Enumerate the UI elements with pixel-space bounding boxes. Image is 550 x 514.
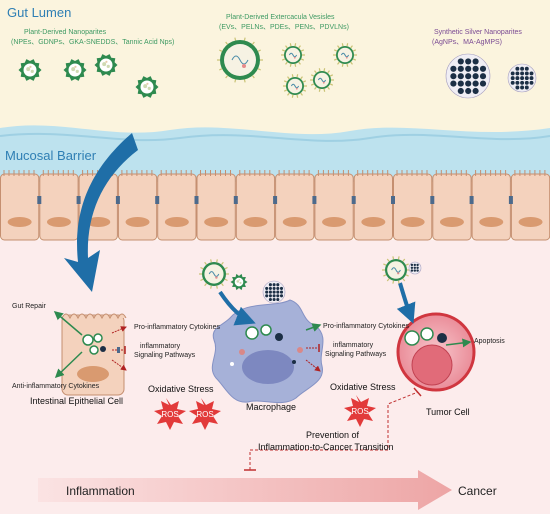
cell-nucleus xyxy=(479,217,504,227)
ros-label-1: ROS xyxy=(161,410,179,419)
tight-junction xyxy=(233,196,238,204)
plant-nanoparticle xyxy=(135,76,159,98)
cell-nucleus xyxy=(439,217,464,227)
tight-junction xyxy=(391,196,395,204)
mac-pathways-label-2: Signaling Pathways xyxy=(325,351,387,358)
cell-nucleus xyxy=(86,217,111,227)
cell-nucleus xyxy=(322,217,347,227)
plant-nanoparticle xyxy=(230,273,248,291)
mac-pathways-label-1: inflammatory xyxy=(333,342,374,349)
ros-star-2 xyxy=(189,398,221,430)
tight-junction xyxy=(115,196,120,204)
plant-ev-heading: Plant-Derived Extercacula Vesisles xyxy=(226,14,335,21)
silver-np-examples: (AgNPs、MA-AgMPS) xyxy=(432,39,503,46)
plant-vesicle xyxy=(382,256,410,284)
ros-star-3 xyxy=(344,395,376,427)
silver-nanoparticle-large xyxy=(445,53,491,99)
gut-lumen-title: Gut Lumen xyxy=(7,5,72,20)
plant-np-examples: (NPEs、GDNPs、GKA-SNEDDS、Tannic Acid Nps) xyxy=(11,39,175,46)
cell-nucleus xyxy=(7,217,32,227)
cell-nucleus xyxy=(125,217,150,227)
tight-junction xyxy=(155,196,160,204)
cancer-label: Cancer xyxy=(458,484,497,498)
epithelial-cell xyxy=(61,313,127,396)
tight-junction xyxy=(508,196,513,204)
plant-vesicle-large xyxy=(217,37,263,83)
epi-oxidative-stress-label: Oxidative Stress xyxy=(148,384,214,394)
silver-nanoparticle xyxy=(507,63,537,93)
tight-junction xyxy=(76,196,81,204)
progression-arrow xyxy=(38,470,452,510)
epithelial-cell-label: Intestinal Epithelial Cell xyxy=(30,396,124,406)
epithelial-layer xyxy=(0,170,550,241)
epi-pro-cytokines-label: Pro-inflammatory Cytokines xyxy=(134,324,220,331)
inflammation-label: Inflammation xyxy=(66,484,135,498)
apoptosis-label: Apoptosis xyxy=(474,338,505,345)
cell-nucleus xyxy=(361,217,386,227)
plant-nanoparticle xyxy=(94,54,118,76)
tight-junction xyxy=(194,196,199,204)
cell-nucleus xyxy=(400,217,425,227)
ros-label-2: ROS xyxy=(196,410,214,419)
macrophage-label: Macrophage xyxy=(246,402,297,412)
tight-junction xyxy=(430,196,435,204)
prevention-label-1: Prevention of xyxy=(306,430,360,440)
plant-vesicle xyxy=(333,43,357,67)
prevention-label-2: Inflammation-to-Cancer Transition xyxy=(258,442,394,452)
epi-pathways-label-1: inflammatory xyxy=(140,343,181,350)
cell-nucleus xyxy=(243,217,268,227)
cell-nucleus xyxy=(46,217,71,227)
tight-junction xyxy=(351,196,356,204)
silver-np-heading: Synthetic Silver Nanoparites xyxy=(434,29,522,36)
plant-ev-examples: (EVs、PELNs、PDEs、PENs、PDVLNs) xyxy=(219,24,349,31)
plant-nanoparticle xyxy=(63,59,87,81)
plant-nanoparticle xyxy=(18,59,42,81)
plant-vesicle xyxy=(283,74,307,98)
plant-vesicle xyxy=(310,68,334,92)
plant-np-heading: Plant-Derived Nanoparites xyxy=(24,29,107,36)
entry-arrow xyxy=(64,133,138,292)
mac-oxidative-stress-label: Oxidative Stress xyxy=(330,382,396,392)
tight-junction xyxy=(312,196,317,204)
mac-pro-cytokines-label: Pro-inflammatory Cytokines xyxy=(323,323,409,330)
tight-junction xyxy=(273,196,278,204)
silver-nanoparticle xyxy=(262,280,286,304)
gut-repair-label: Gut Repair xyxy=(12,303,46,310)
cell-nucleus xyxy=(164,217,189,227)
silver-nanoparticle xyxy=(408,261,422,275)
cell-nucleus xyxy=(204,217,229,227)
cell-nucleus xyxy=(518,217,543,227)
cell-nucleus xyxy=(282,217,307,227)
ros-star-1 xyxy=(154,398,186,430)
plant-vesicle xyxy=(281,43,305,67)
mucosal-barrier-title: Mucosal Barrier xyxy=(5,148,97,163)
epi-pathways-label-2: Signaling Pathways xyxy=(134,352,196,359)
tumor-cell-label: Tumor Cell xyxy=(426,407,470,417)
plant-vesicle xyxy=(199,259,229,289)
anti-cytokines-label: Anti-inflammatory Cytokines xyxy=(12,383,100,390)
ros-label-3: ROS xyxy=(351,407,369,416)
tight-junction xyxy=(37,196,42,204)
tight-junction xyxy=(469,196,474,204)
